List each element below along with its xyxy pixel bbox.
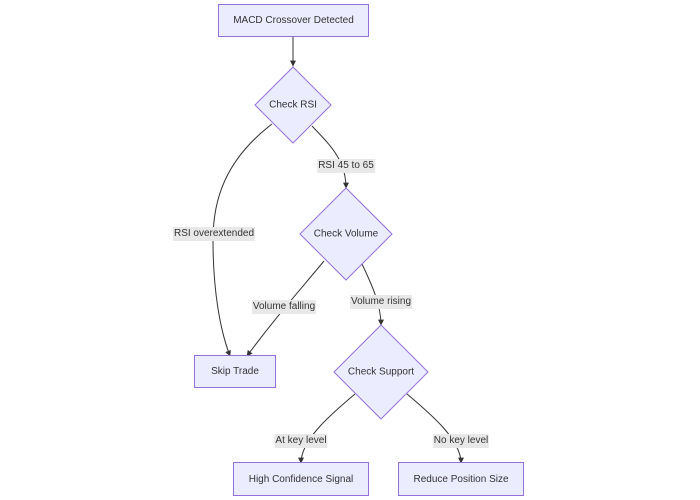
edge-label-at-key-level: At key level [274, 434, 328, 448]
edge-support-to-high [298, 393, 356, 464]
node-skip-trade: Skip Trade [194, 355, 276, 388]
edge-label-volume-falling: Volume falling [251, 300, 317, 314]
node-reduce-position-label: Reduce Position Size [413, 473, 509, 485]
node-high-confidence-label: High Confidence Signal [248, 473, 354, 485]
edge-label-rsi-ok: RSI 45 to 65 [317, 159, 375, 173]
edge-label-rsi-overextended: RSI overextended [172, 227, 256, 241]
edge-label-no-key-level: No key level [432, 434, 490, 448]
decision-label-support: Check Support [347, 366, 415, 378]
node-reduce-position: Reduce Position Size [398, 462, 524, 496]
decision-shape-volume [299, 187, 393, 281]
decision-label-rsi: Check RSI [269, 99, 317, 111]
decision-label-volume: Check Volume [313, 228, 379, 240]
node-macd-crossover: MACD Crossover Detected [218, 4, 369, 37]
decision-shape-support [333, 324, 429, 420]
node-skip-trade-label: Skip Trade [211, 366, 259, 377]
node-high-confidence: High Confidence Signal [233, 462, 369, 496]
edge-volume-to-support [361, 263, 384, 326]
edge-label-volume-rising: Volume rising [349, 295, 413, 309]
edge-support-to-reduce [406, 393, 464, 464]
decision-shape-rsi [254, 66, 332, 144]
node-macd-crossover-label: MACD Crossover Detected [233, 15, 354, 26]
edge-rsi-to-volume [311, 125, 349, 189]
